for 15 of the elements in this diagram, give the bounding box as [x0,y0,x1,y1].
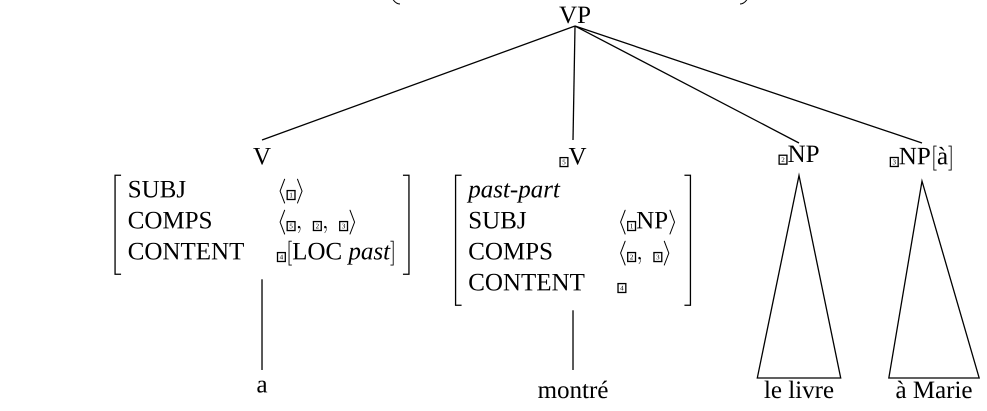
feature-structure: $\fbox{\scriptsize 5}\mathrm{V}$ past-part SUBJ $\langle\fbox{\scriptsize 1}\mathrm{NP}\rangle$ COMPS $\langle\fbox{\scriptsize 2},\ \fbox{\scriptsize 3}\rangle$ CONTENT $\fbox{\scriptsize 4}$ [454,148,692,306]
tree-label: a [257,380,268,393]
tree-branch [262,25,576,141]
feature-structure: V SUBJ $\langle\fbox{\scriptsize 1}\rangle$ COMPS $\langle\fbox{\scriptsize 5},\ \fbox{\scriptsize 2},\ \fbox{\scriptsize 3}\rangle$ CONTENT $\fbox{\scriptsize 4}[\mathrm{LOC}\ \mathit{past}]$ [114,148,410,275]
tree-label: montré [538,380,608,398]
tree-branch [572,310,574,370]
tree-label: le livre [764,380,834,398]
tree-label: $\fbox{\scriptsize 3}\mathrm{NP}\bigl[\mbox{à}\bigr]$ [890,146,952,170]
tree-branch [261,279,263,370]
tree-label: VP [559,6,590,24]
tree-branch [572,26,576,140]
tree-label: à Marie [896,380,972,398]
tree-branch [574,25,800,144]
tree-label: $\fbox{\scriptsize 2}\mathrm{NP}$ [778,146,819,164]
tree-branch [574,25,922,144]
